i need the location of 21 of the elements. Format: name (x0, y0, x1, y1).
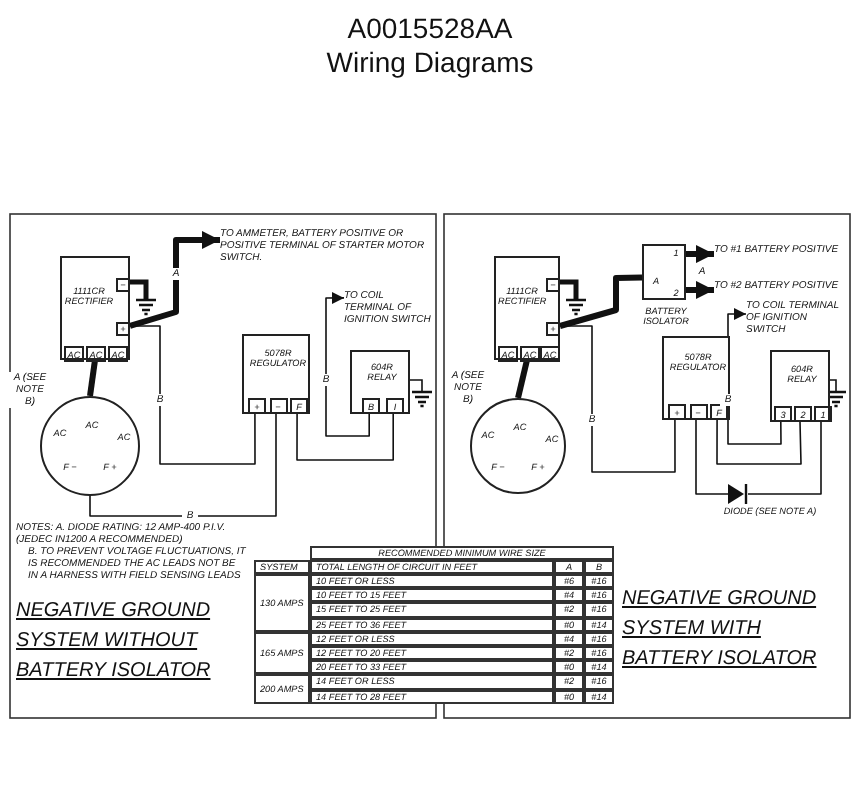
rectifier-box (60, 256, 130, 360)
title: A0015528AA Wiring Diagrams (324, 12, 536, 80)
wire (716, 419, 802, 465)
wire (87, 359, 98, 397)
regulator-box (242, 334, 310, 414)
wire (515, 359, 530, 399)
wire (325, 291, 370, 437)
diagram-heading: NEGATIVE GROUND SYSTEM WITH BATTERY ISOLATOR (622, 586, 819, 674)
wire (129, 231, 220, 329)
wire (686, 245, 714, 264)
regulator-box (662, 336, 730, 420)
wire (747, 421, 822, 495)
diagram-heading: NEGATIVE GROUND SYSTEM WITHOUT BATTERY ISOLATOR (16, 598, 213, 686)
rectifier-box (494, 256, 560, 360)
wire (686, 280, 714, 299)
wire (89, 413, 277, 517)
wire (695, 419, 729, 495)
wire (296, 413, 394, 461)
wire (559, 274, 643, 329)
relay-box (770, 350, 830, 422)
relay-box (350, 350, 410, 414)
